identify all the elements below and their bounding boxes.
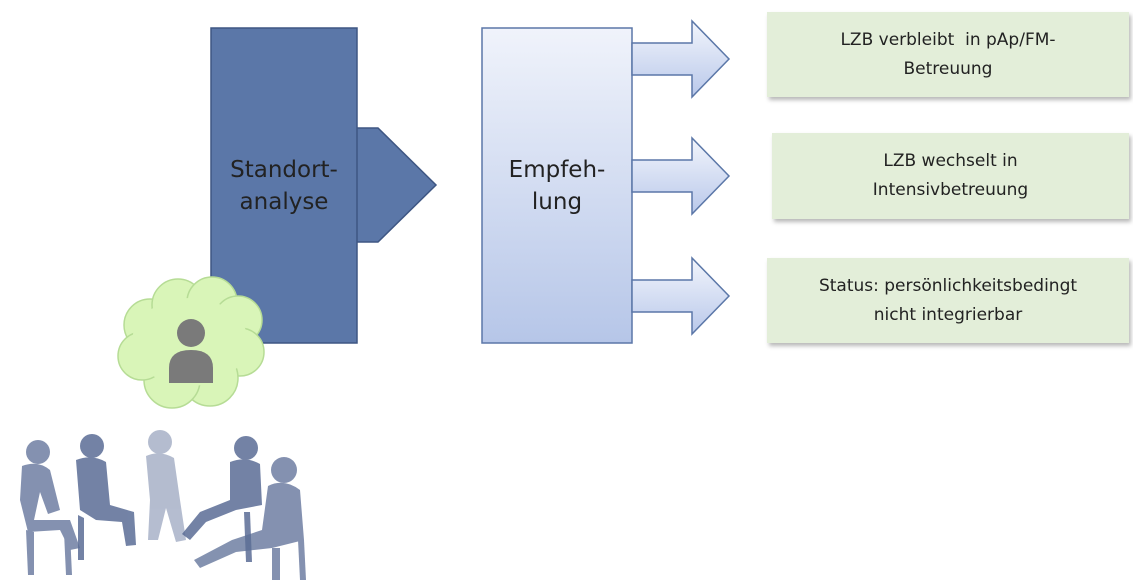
outcome-2-line2: Intensivbetreuung [872, 180, 1029, 200]
analysis-block-arrow [210, 27, 438, 344]
recommendation-label-line1: Empfeh- [508, 157, 606, 183]
recommendation-box [481, 27, 633, 344]
outcome-box-intensive: LZB wechselt in Intensivbetreuung [772, 133, 1129, 219]
recommendation-label-line2: lung [531, 189, 583, 215]
analysis-label-line2: analyse [239, 189, 329, 215]
output-arrow-3 [631, 256, 731, 336]
output-arrow-1 [631, 19, 731, 99]
outcome-3-line1: Status: persönlichkeitsbedingt [818, 275, 1078, 296]
outcome-2-line1: LZB wechselt in [883, 151, 1018, 171]
outcome-1-line2: Betreuung [903, 58, 993, 79]
outcome-box-remain: LZB verbleibt in pAp/FM- Betreuung [767, 12, 1129, 97]
analysis-label-line1: Standort- [230, 157, 338, 183]
person-icon [169, 319, 213, 383]
analysis-label: Standort- analyse [211, 154, 357, 218]
output-arrow-2 [631, 136, 731, 216]
outcome-3-line2: nicht integrierbar [873, 304, 1023, 325]
group-meeting-icon [20, 430, 306, 580]
outcome-1-line1: LZB verbleibt in pAp/FM- [840, 29, 1056, 50]
recommendation-label: Empfeh- lung [482, 154, 632, 218]
outcome-box-status: Status: persönlichkeitsbedingt nicht int… [767, 258, 1129, 343]
